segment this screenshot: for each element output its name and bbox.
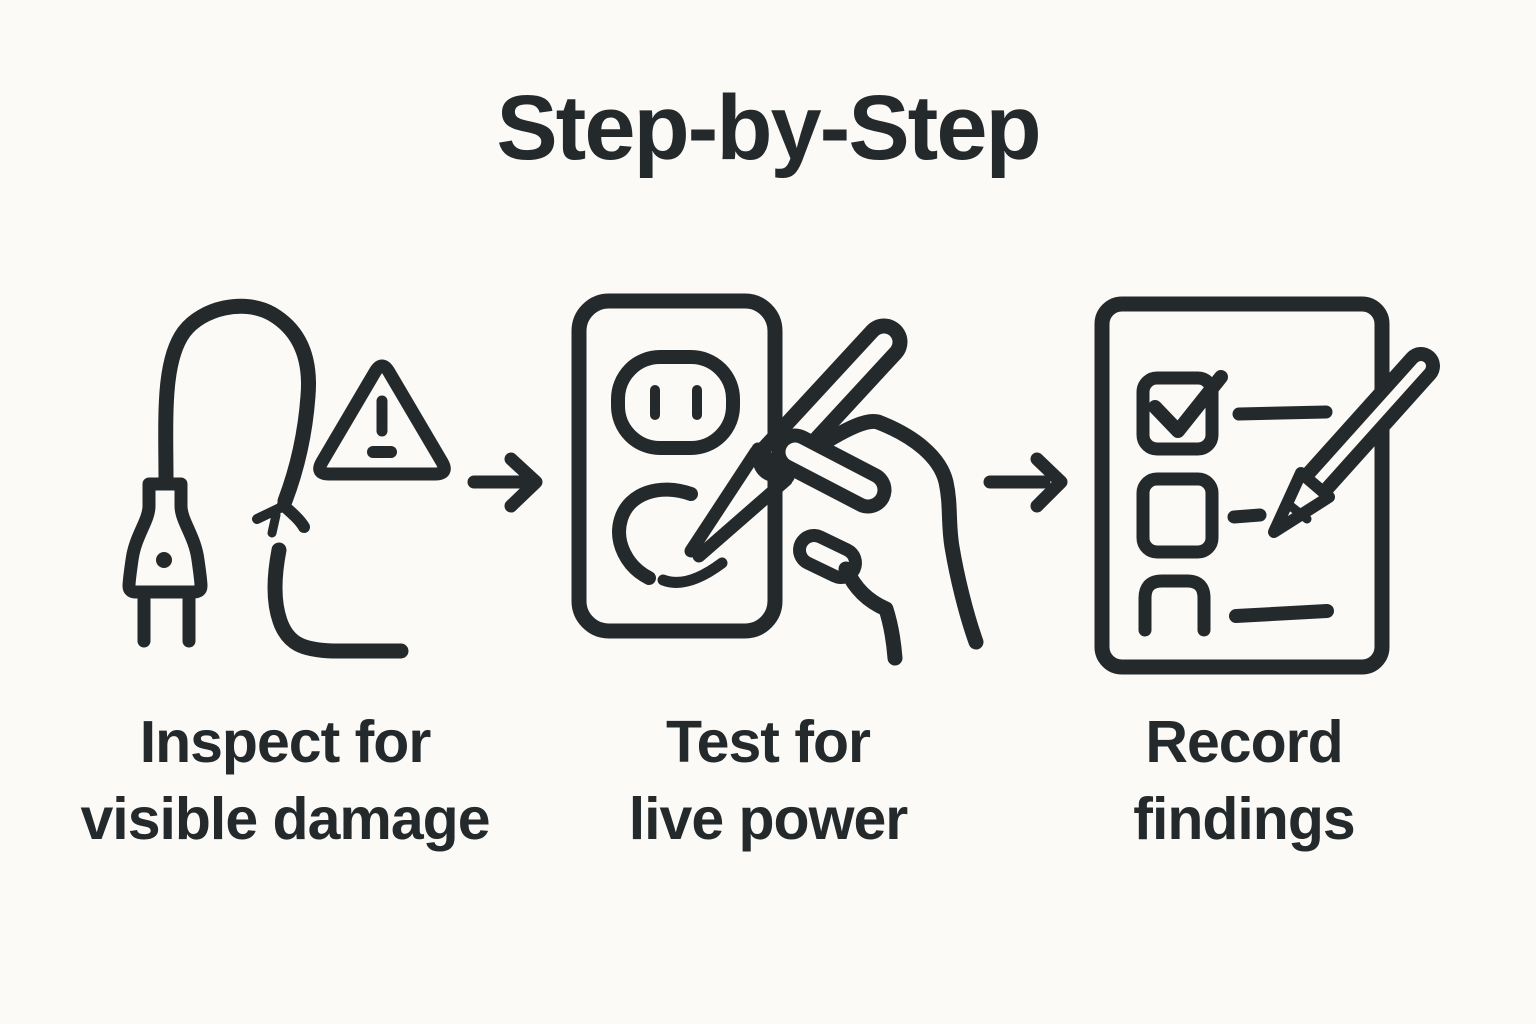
step-1-label-line2: visible damage	[80, 785, 490, 852]
checklist-sheet	[1094, 296, 1390, 675]
pencil-icon	[1268, 347, 1440, 538]
plug-screw-dot	[156, 552, 172, 568]
step-2-label-line2: live power	[628, 785, 909, 852]
step-2-label-line1: Test for	[666, 709, 871, 775]
warning-triangle-icon	[313, 359, 451, 481]
step-1-label: Inspect for visible damage	[20, 704, 550, 857]
outlet-voltage-tester-icon	[571, 293, 984, 666]
checklist-pencil-icon	[1094, 296, 1440, 675]
step-3-label-line2: findings	[1133, 785, 1355, 852]
hand-holding-tester	[771, 413, 984, 666]
step-2-label: Test for live power	[503, 704, 1033, 857]
step-1-label-line1: Inspect for	[139, 709, 432, 775]
outlet-receptacle-top	[611, 350, 740, 455]
checkmark-icon	[1148, 370, 1228, 438]
arrow-right-icon	[983, 452, 1068, 513]
damaged-cord-plug-warning-icon	[122, 298, 451, 659]
arrow-right-icon	[467, 452, 543, 513]
checkbox-checked	[1136, 371, 1219, 456]
checkbox-open	[1138, 574, 1211, 637]
checkbox-empty	[1136, 472, 1219, 559]
page-title: Step-by-Step	[496, 77, 1041, 179]
step-3-label-line1: Record	[1145, 709, 1343, 775]
step-3-label: Record findings	[979, 704, 1509, 857]
